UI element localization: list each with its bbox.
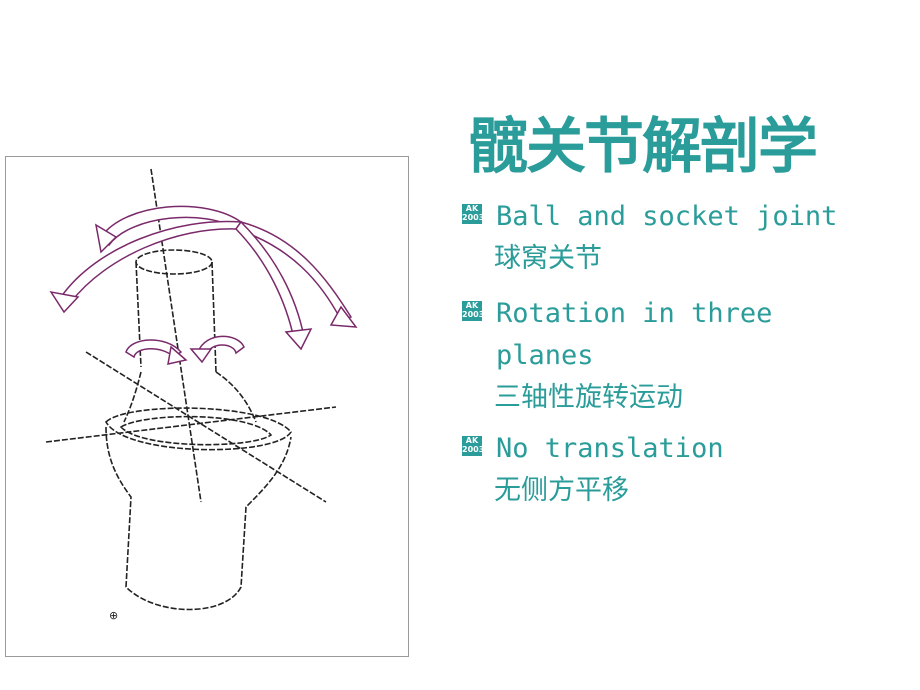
oblique-axis-line xyxy=(85,351,327,503)
hip-joint-illustration: ⊕ xyxy=(45,168,358,622)
bullet-text-zh: 三轴性旋转运动 xyxy=(494,382,683,413)
bullet-text-zh: 无侧方平移 xyxy=(494,475,629,506)
socket-rim xyxy=(104,407,292,451)
bullet-text-zh: 球窝关节 xyxy=(494,243,602,274)
vertical-axis-line xyxy=(150,168,202,503)
bullet-text-en: Ball and socket joint xyxy=(496,201,838,232)
horizontal-axis-line xyxy=(45,406,337,443)
slide-title: 髋关节解剖学 xyxy=(468,112,818,182)
bullet-text-en: Rotation in three planes xyxy=(496,298,773,371)
small-mark-icon: ⊕ xyxy=(109,609,118,622)
socket-body xyxy=(105,426,292,611)
hip-joint-diagram: ⊕ xyxy=(5,156,409,657)
left-rotation-arrow xyxy=(59,220,243,303)
neck-top-ellipse xyxy=(135,249,213,275)
bullet-text-en: No translation xyxy=(496,433,724,464)
